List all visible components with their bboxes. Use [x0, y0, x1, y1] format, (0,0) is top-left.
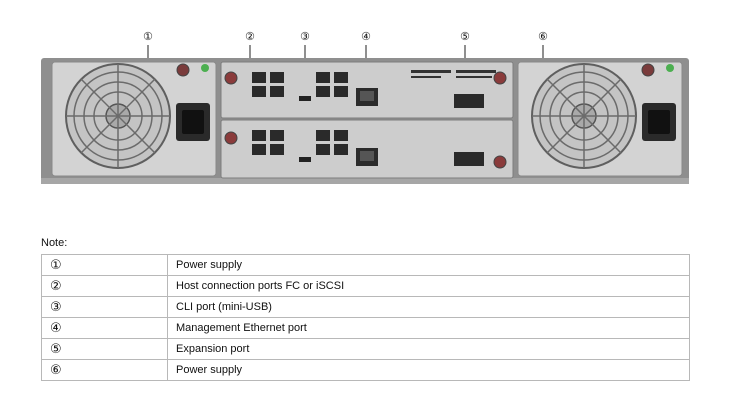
- callout-5: ⑤: [460, 30, 470, 43]
- screw-icon: [493, 155, 507, 169]
- legend-description: Expansion port: [167, 338, 690, 360]
- legend-description: Host connection ports FC or iSCSI: [167, 275, 690, 297]
- legend-table: ① Power supply ② Host connection ports F…: [41, 254, 690, 381]
- screw-icon: [493, 71, 507, 85]
- legend-description: Power supply: [167, 254, 690, 276]
- host-ports-bottom: [252, 130, 348, 155]
- expansion-port-icon: [454, 94, 484, 108]
- power-supply-left: [51, 61, 217, 177]
- legend-number: ④: [41, 317, 168, 339]
- controller-modules: [220, 61, 514, 179]
- table-row: ⑤ Expansion port: [41, 338, 690, 360]
- mini-usb-port-icon: [299, 157, 311, 162]
- mini-usb-port-icon: [299, 96, 311, 101]
- callout-2: ②: [245, 30, 255, 43]
- status-led-icon: [666, 64, 674, 72]
- status-led-icon: [201, 64, 209, 72]
- note-label: Note:: [41, 237, 68, 249]
- table-row: ③ CLI port (mini-USB): [41, 296, 690, 318]
- table-row: ⑥ Power supply: [41, 359, 690, 381]
- legend-number: ⑤: [41, 338, 168, 360]
- legend-number: ②: [41, 275, 168, 297]
- callout-labels: ① ② ③ ④ ⑤ ⑥: [143, 30, 548, 43]
- callout-1: ①: [143, 30, 153, 43]
- legend-description: Management Ethernet port: [167, 317, 690, 339]
- table-row: ④ Management Ethernet port: [41, 317, 690, 339]
- legend-number: ③: [41, 296, 168, 318]
- storage-rear-view-diagram: ① ② ③ ④ ⑤ ⑥: [41, 30, 689, 184]
- screw-icon: [641, 63, 655, 77]
- screw-icon: [224, 131, 238, 145]
- expansion-port-icon: [454, 152, 484, 166]
- host-ports-top: [252, 72, 348, 97]
- barcode-label: [411, 70, 496, 78]
- legend-description: CLI port (mini-USB): [167, 296, 690, 318]
- legend-number: ⑥: [41, 359, 168, 381]
- power-supply-right: [517, 61, 683, 177]
- callout-3: ③: [300, 30, 310, 43]
- table-row: ② Host connection ports FC or iSCSI: [41, 275, 690, 297]
- legend-description: Power supply: [167, 359, 690, 381]
- legend-number: ①: [41, 254, 168, 276]
- callout-4: ④: [361, 30, 371, 43]
- screw-icon: [176, 63, 190, 77]
- table-row: ① Power supply: [41, 254, 690, 276]
- callout-6: ⑥: [538, 30, 548, 43]
- screw-icon: [224, 71, 238, 85]
